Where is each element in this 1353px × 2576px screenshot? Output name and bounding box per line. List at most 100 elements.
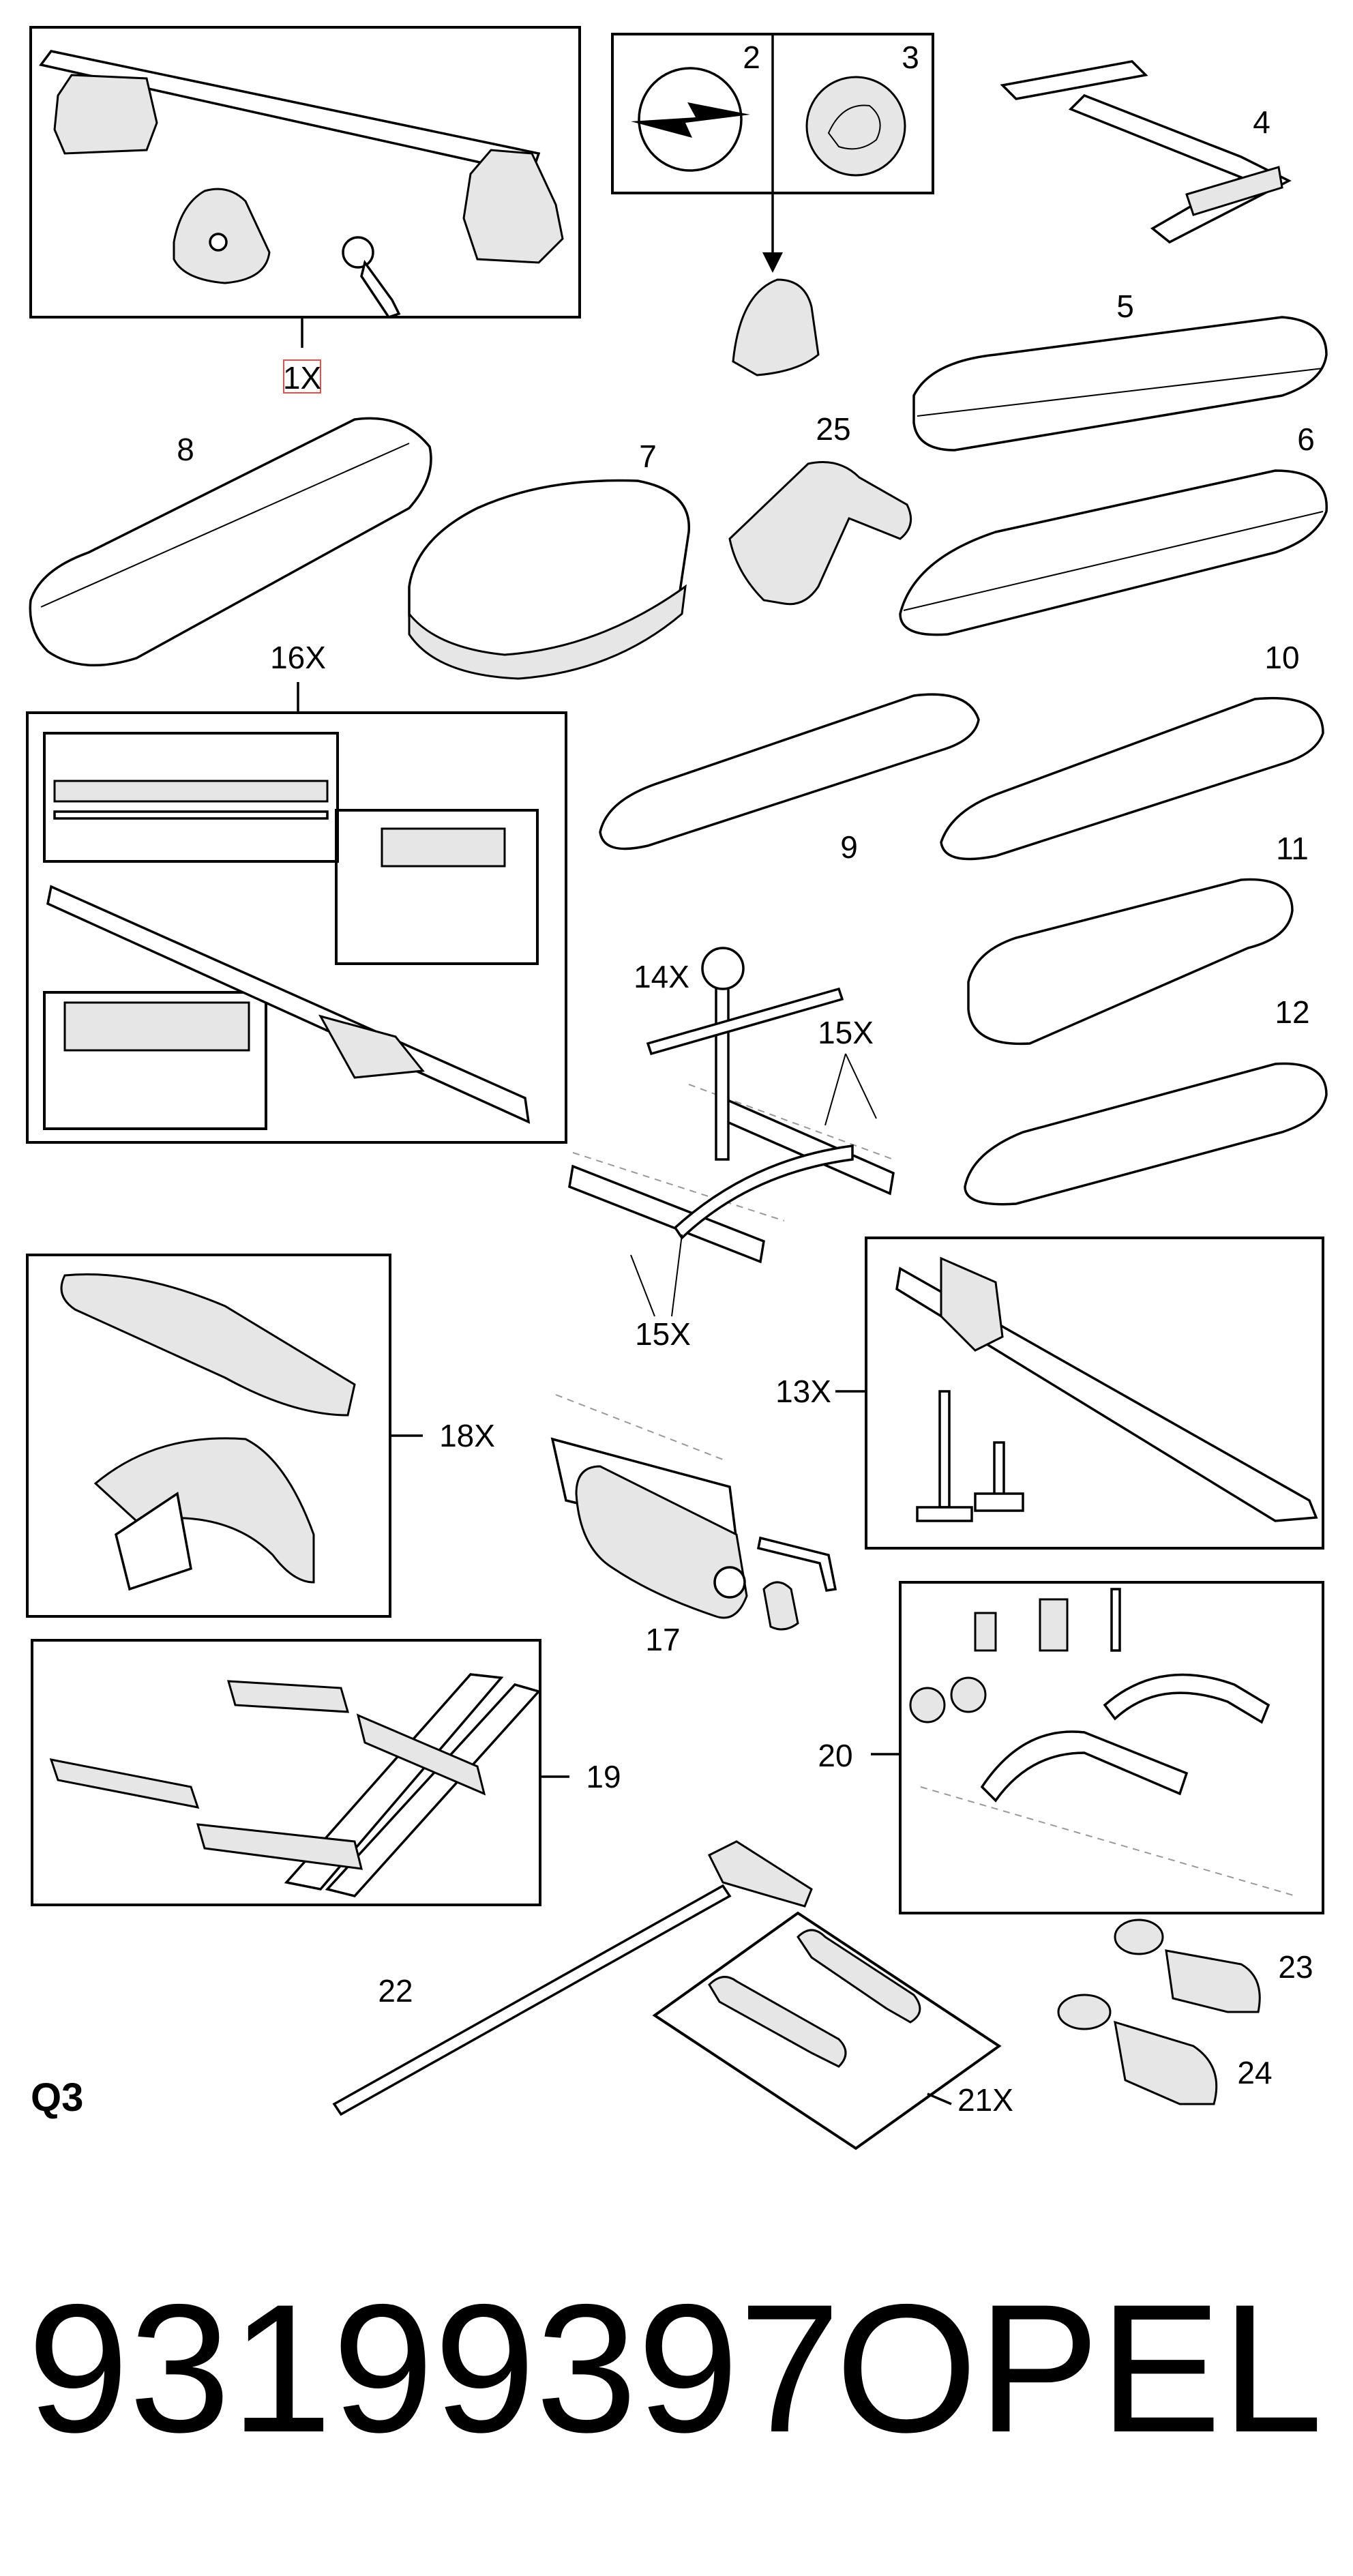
part-15b-label: 15X: [635, 1316, 691, 1352]
part-6-roof-box: 6: [899, 421, 1328, 636]
part-16-inner-top: [43, 732, 339, 863]
parts-14-15-bike-holder: 14X 15X 15X: [568, 947, 895, 1352]
part-16-inner-bottom: [43, 991, 267, 1130]
part-5-seam: [917, 368, 1324, 417]
part-16-pack: [381, 827, 506, 868]
key-icon: [342, 236, 374, 269]
brand-name: OPEL: [835, 2266, 1323, 2470]
bar-foot-left: [53, 74, 158, 155]
part-13-bike-carrier: 13X: [775, 1237, 1324, 1550]
part-7-compact-roof-box: 7: [408, 439, 690, 680]
holder-post: [715, 967, 730, 1161]
part-15b-leader-2: [671, 1234, 683, 1317]
part-4-key-tool: 4: [1000, 60, 1292, 244]
allen-key-icon: [756, 1536, 837, 1592]
part-16-rail: [53, 810, 329, 820]
part-20-ski-holder-locks: 20: [818, 1581, 1324, 1914]
part-8-shell: [29, 417, 432, 667]
part-24-label: 24: [1237, 2055, 1272, 2090]
part-6-shell: [899, 469, 1328, 636]
part-5-shell: [912, 316, 1328, 451]
part-15b-leader-1: [630, 1254, 655, 1317]
part-18-strap: [115, 1492, 192, 1591]
part-13-label: 13X: [775, 1374, 831, 1409]
part-4-grip: [1185, 166, 1283, 216]
part-22-shaft: [332, 1884, 732, 2116]
part-13-bolt-1: [938, 1390, 951, 1509]
part-number: 93199397: [27, 2266, 840, 2470]
part-9-label: 9: [840, 829, 858, 865]
part-1-highlight: [283, 359, 321, 394]
part-19-frame: [31, 1639, 541, 1906]
badges-arrow-icon: [762, 252, 783, 273]
part-8-seam: [40, 443, 410, 608]
part-7-label: 7: [639, 439, 657, 474]
part-16-clamp: [318, 1014, 425, 1079]
part-23-key-head: [1114, 1919, 1164, 1955]
wing-nut-icon: [762, 1581, 799, 1631]
part-3-label: 3: [902, 40, 919, 75]
part-5-roof-box: 5: [912, 288, 1328, 451]
part-17-bar-outline: [555, 1394, 724, 1460]
part-13-clamp: [940, 1256, 1004, 1352]
opel-lightning-icon: [631, 102, 750, 138]
bar-foot-right: [462, 149, 564, 264]
part-20-lock-cylinder: [1039, 1598, 1069, 1652]
part-19-clamp-2: [356, 1713, 486, 1796]
part-4-rod: [1000, 60, 1148, 100]
part-21-leader: [927, 2092, 952, 2105]
parts-2-3-badges: 2 3: [611, 33, 934, 376]
part-16-label: 16X: [270, 640, 326, 675]
part-11-shell: [967, 878, 1294, 1046]
part-10-label: 10: [1264, 640, 1299, 675]
part-9-roof-box: 9: [599, 693, 980, 865]
holder-wheel-icon: [701, 947, 745, 990]
part-21-pad-1: [797, 1929, 921, 2024]
part-16-bike-carrier-kit: 16X: [26, 640, 567, 1144]
part-1-label: 1X: [283, 360, 321, 396]
part-22-rod: 22: [332, 1840, 813, 2116]
parts-23-24-lock-cylinders: 23 24: [1057, 1919, 1313, 2105]
key-blade: [360, 259, 401, 319]
part-1-frame: [29, 26, 581, 319]
holder-base: [673, 1144, 854, 1240]
part-13-bolt-1-head: [916, 1506, 973, 1522]
part-15a-leader-1: [824, 1053, 846, 1126]
part-15a-label: 15X: [818, 1015, 874, 1050]
part-13-frame: [865, 1237, 1324, 1550]
part-25-label: 25: [816, 411, 850, 447]
part-12-roof-box: 12: [964, 994, 1328, 1206]
part-2-label: 2: [743, 40, 760, 75]
part-13-bolt-2-head: [974, 1492, 1024, 1512]
part-6-seam: [903, 511, 1324, 611]
part-22-label: 22: [378, 1973, 413, 2009]
bar-outline-1: [572, 1152, 785, 1222]
part-17-foot: [575, 1465, 748, 1619]
part-19-ski-holder: 19: [31, 1639, 621, 1906]
part-23-cylinder: [1165, 1949, 1261, 2013]
part-14-label: 14X: [634, 959, 689, 994]
part-6-label: 6: [1297, 421, 1315, 457]
part-20-holder-lower: [980, 1730, 1189, 1803]
part-18-label: 18X: [439, 1418, 495, 1453]
part-20-bar-outline: [920, 1786, 1296, 1897]
part-20-screw: [1110, 1588, 1121, 1652]
part-7-base: [408, 584, 687, 680]
part-4-label: 4: [1253, 104, 1270, 140]
part-17-lock-icon: [713, 1566, 746, 1599]
part-19-clamp-1: [226, 1680, 350, 1713]
foot-cover-lock: [209, 233, 228, 252]
part-21-pads: 21X: [652, 1911, 1013, 2150]
part-4-frame: [1068, 93, 1292, 244]
part-10-roof-box: 10: [940, 640, 1324, 861]
section-code: Q3: [31, 2075, 83, 2120]
part-20-label: 20: [818, 1738, 852, 1773]
part-24-key-head: [1057, 1994, 1112, 2030]
part-12-shell: [964, 1062, 1328, 1206]
part-21-pad-2: [708, 1976, 847, 2068]
part-8-roof-box: 8: [29, 417, 432, 667]
part-8-label: 8: [177, 432, 194, 467]
part-19-clamp-4: [196, 1823, 363, 1870]
part-12-label: 12: [1275, 994, 1309, 1030]
